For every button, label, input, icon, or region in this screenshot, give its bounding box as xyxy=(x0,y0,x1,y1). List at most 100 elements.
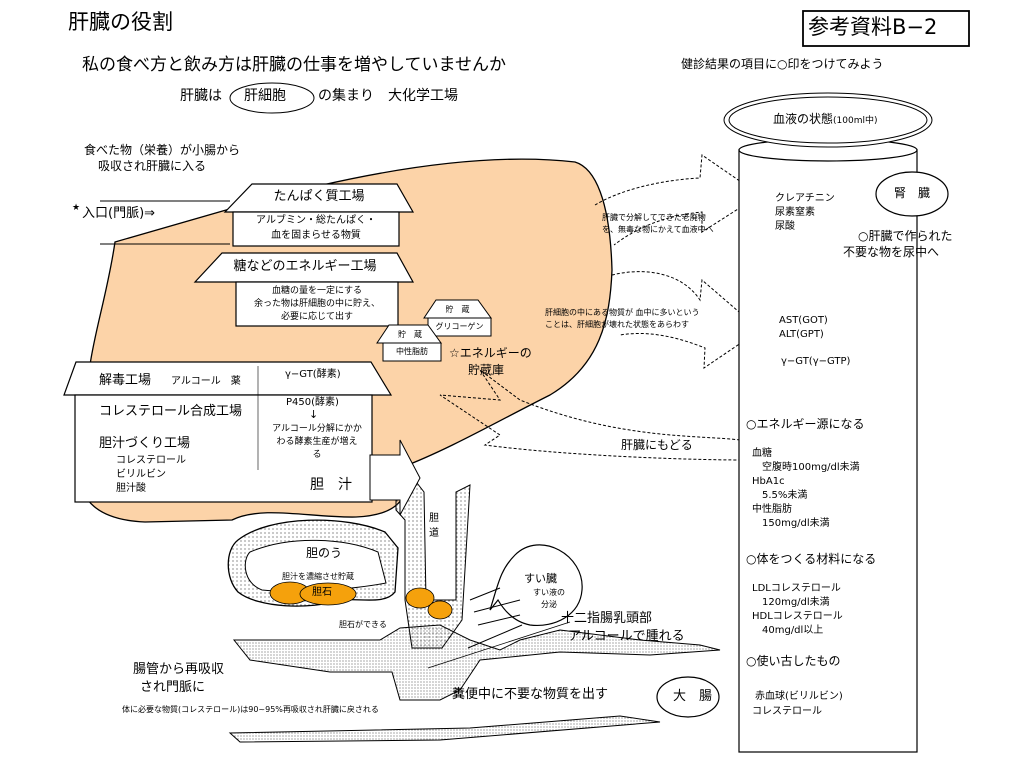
enzyme-note-2: ことは、肝細胞が壊れた状態をあらわす xyxy=(545,320,689,329)
storage-fat-roof-label: 貯 蔵 xyxy=(398,330,422,339)
p450-note-3: る xyxy=(312,450,322,460)
blood-energy-item-3: HbA1c xyxy=(752,476,785,487)
bile-duct-label-2: 道 xyxy=(429,528,439,539)
gallstone-note: 胆石ができる xyxy=(339,620,387,629)
storage-fat-label: 中性脂肪 xyxy=(396,347,428,356)
gallstone-2 xyxy=(299,582,357,606)
pancreas-line-1: すい液の xyxy=(533,588,565,597)
question: 私の食べ方と飲み方は肝臓の仕事を増やしていませんか xyxy=(82,55,506,75)
bile-duct-label-1: 胆 xyxy=(429,513,439,524)
duodenum-line-2: アルコールで腫れる xyxy=(568,629,685,644)
protein-factory-line-1: アルブミン・総たんぱく・ xyxy=(256,215,376,226)
bile-factory: 胆汁づくり工場 xyxy=(99,436,191,451)
bile-item-cholesterol: コレステロール xyxy=(116,455,186,466)
blood-header-main: 血液の状態 xyxy=(773,112,834,126)
reabsorb-note: 体に必要な物質(コレステロール)は90~95%再吸収され肝臓に戻される xyxy=(122,705,379,714)
kidney-note-1: ○肝臓で作られた xyxy=(858,229,953,243)
blood-energy-item-2: 空腹時100mg/dl未満 xyxy=(752,462,860,473)
p450-note-1: アルコール分解にかか xyxy=(272,424,362,434)
blood-column xyxy=(738,149,918,753)
entrance-star: ★ xyxy=(72,203,81,213)
liver-cell-label: 肝細胞 xyxy=(244,88,286,104)
protein-factory-body xyxy=(232,211,400,247)
liver-cell-ellipse xyxy=(229,82,315,114)
energy-factory-line-1: 血糖の量を一定にする xyxy=(271,286,363,296)
protein-factory-line-2: 血を固まらせる物質 xyxy=(271,230,361,241)
blood-ggtp: γ−GT(γ−GTP) xyxy=(781,356,851,367)
energy-factory-line-3: 必要に応じて出す xyxy=(280,312,353,322)
reabsorb-line-1: 腸管から再吸収 xyxy=(133,662,225,677)
reference-box xyxy=(802,10,970,47)
kidney-circle xyxy=(875,171,949,217)
blood-energy-item-5: 中性脂肪 xyxy=(752,504,792,515)
duodenum xyxy=(232,624,721,701)
reference-tag: 参考資料B−2 xyxy=(808,15,938,39)
blood-body-item-2: 120mg/dl未満 xyxy=(752,597,830,608)
blood-used-item-2: コレステロール xyxy=(752,706,822,717)
enzyme-note-1: 肝細胞の中にある物質が 血中に多いという xyxy=(545,308,700,317)
energy-store-line-1: ☆エネルギーの xyxy=(449,346,532,360)
duodenum-line-1: 十二指腸乳頭部 xyxy=(561,611,653,626)
return-label: 肝臓にもどる xyxy=(621,438,693,452)
large-intestine-label: 大 腸 xyxy=(673,689,713,704)
energy-factory-line-2: 余った物は肝細胞の中に貯え、 xyxy=(253,299,380,309)
blood-kidney-item-creatinine: クレアチニン xyxy=(775,193,835,204)
detox-factory-sub: アルコール 薬 xyxy=(171,376,241,387)
p450-enzyme: P450(酵素) xyxy=(286,397,339,408)
blood-body-title: ○体をつくる材料になる xyxy=(746,552,877,566)
energy-factory-title: 糖などのエネルギー工場 xyxy=(233,259,377,274)
large-intestine-band xyxy=(228,715,661,743)
blood-kidney-item-bun: 尿素窒素 xyxy=(775,207,815,218)
blood-body-item-4: 40mg/dl以上 xyxy=(752,625,824,636)
detox-factory-title: 解毒工場 xyxy=(99,373,152,388)
blood-header-ellipse-inner xyxy=(728,96,928,144)
blood-energy-item-6: 150mg/dl未満 xyxy=(752,518,830,529)
reabsorb-line-2: され門脈に xyxy=(140,680,206,695)
liver-intro-prefix: 肝臓は xyxy=(180,88,222,104)
blood-kidney-item-uric-acid: 尿酸 xyxy=(775,221,795,232)
blood-enzyme-alt: ALT(GPT) xyxy=(779,329,824,340)
pancreas-line-2: 分泌 xyxy=(541,600,557,609)
blood-header-unit: (100ml中) xyxy=(833,116,878,126)
kidney-label: 腎 臓 xyxy=(894,186,931,200)
storage-glycogen-roof-label: 貯 蔵 xyxy=(445,305,470,314)
return-arrow xyxy=(439,369,746,461)
liver-intro-suffix: の集まり 大化学工場 xyxy=(318,88,458,104)
large-intestine-circle xyxy=(656,676,720,718)
storage-fat-body xyxy=(382,342,442,362)
detox-factory-roof xyxy=(63,361,393,396)
pancreas-label: すい臓 xyxy=(524,572,557,585)
blood-used-item-1: 赤血球(ビリルビン) xyxy=(755,691,843,702)
gallstone-label: 胆石 xyxy=(312,587,332,598)
blood-used-title: ○使い古したもの xyxy=(746,654,841,668)
p450-note-2: わる酵素生産が増え xyxy=(276,437,358,447)
protein-factory-roof xyxy=(223,183,415,213)
blood-energy-title: ○エネルギー源になる xyxy=(746,417,865,431)
feces-label: 糞便中に不要な物質を出す xyxy=(452,687,609,702)
gallbladder-label: 胆のう xyxy=(306,546,343,560)
energy-factory-body xyxy=(235,281,399,327)
ggt-enzyme: γ−GT(酵素) xyxy=(285,369,341,380)
blood-header: 血液の状態(100ml中) xyxy=(773,112,877,127)
bile-arrow xyxy=(369,439,421,516)
intake-line-2: 吸収され肝臓に入る xyxy=(98,159,207,173)
detox-factory-body xyxy=(74,394,373,503)
gallbladder-note: 胆汁を濃縮させ貯蔵 xyxy=(282,572,354,581)
intake-line-1: 食べた物（栄養）が小腸から xyxy=(84,143,241,157)
energy-factory-roof xyxy=(193,252,415,283)
bile-item-bile-acid: 胆汁酸 xyxy=(116,483,146,494)
blood-energy-item-4: 5.5%未満 xyxy=(752,490,808,501)
blood-body-item-1: LDLコレステロール xyxy=(752,583,841,594)
protein-factory-title: たんぱく質工場 xyxy=(273,189,365,204)
p450-arrow: ↓ xyxy=(309,408,319,421)
blood-enzyme-ast: AST(GOT) xyxy=(779,315,828,326)
blood-body-item-3: HDLコレステロール xyxy=(752,611,843,622)
energy-store-line-2: 貯蔵庫 xyxy=(468,363,505,377)
cholesterol-factory: コレステロール合成工場 xyxy=(99,404,243,419)
page-title: 肝臓の役割 xyxy=(68,10,173,34)
kidney-note-2: 不要な物を尿中へ xyxy=(843,245,940,259)
bile-juice-label: 胆 汁 xyxy=(310,477,352,493)
bile-item-bilirubin: ビリルビン xyxy=(116,469,166,480)
blood-energy-item-1: 血糖 xyxy=(752,448,772,459)
